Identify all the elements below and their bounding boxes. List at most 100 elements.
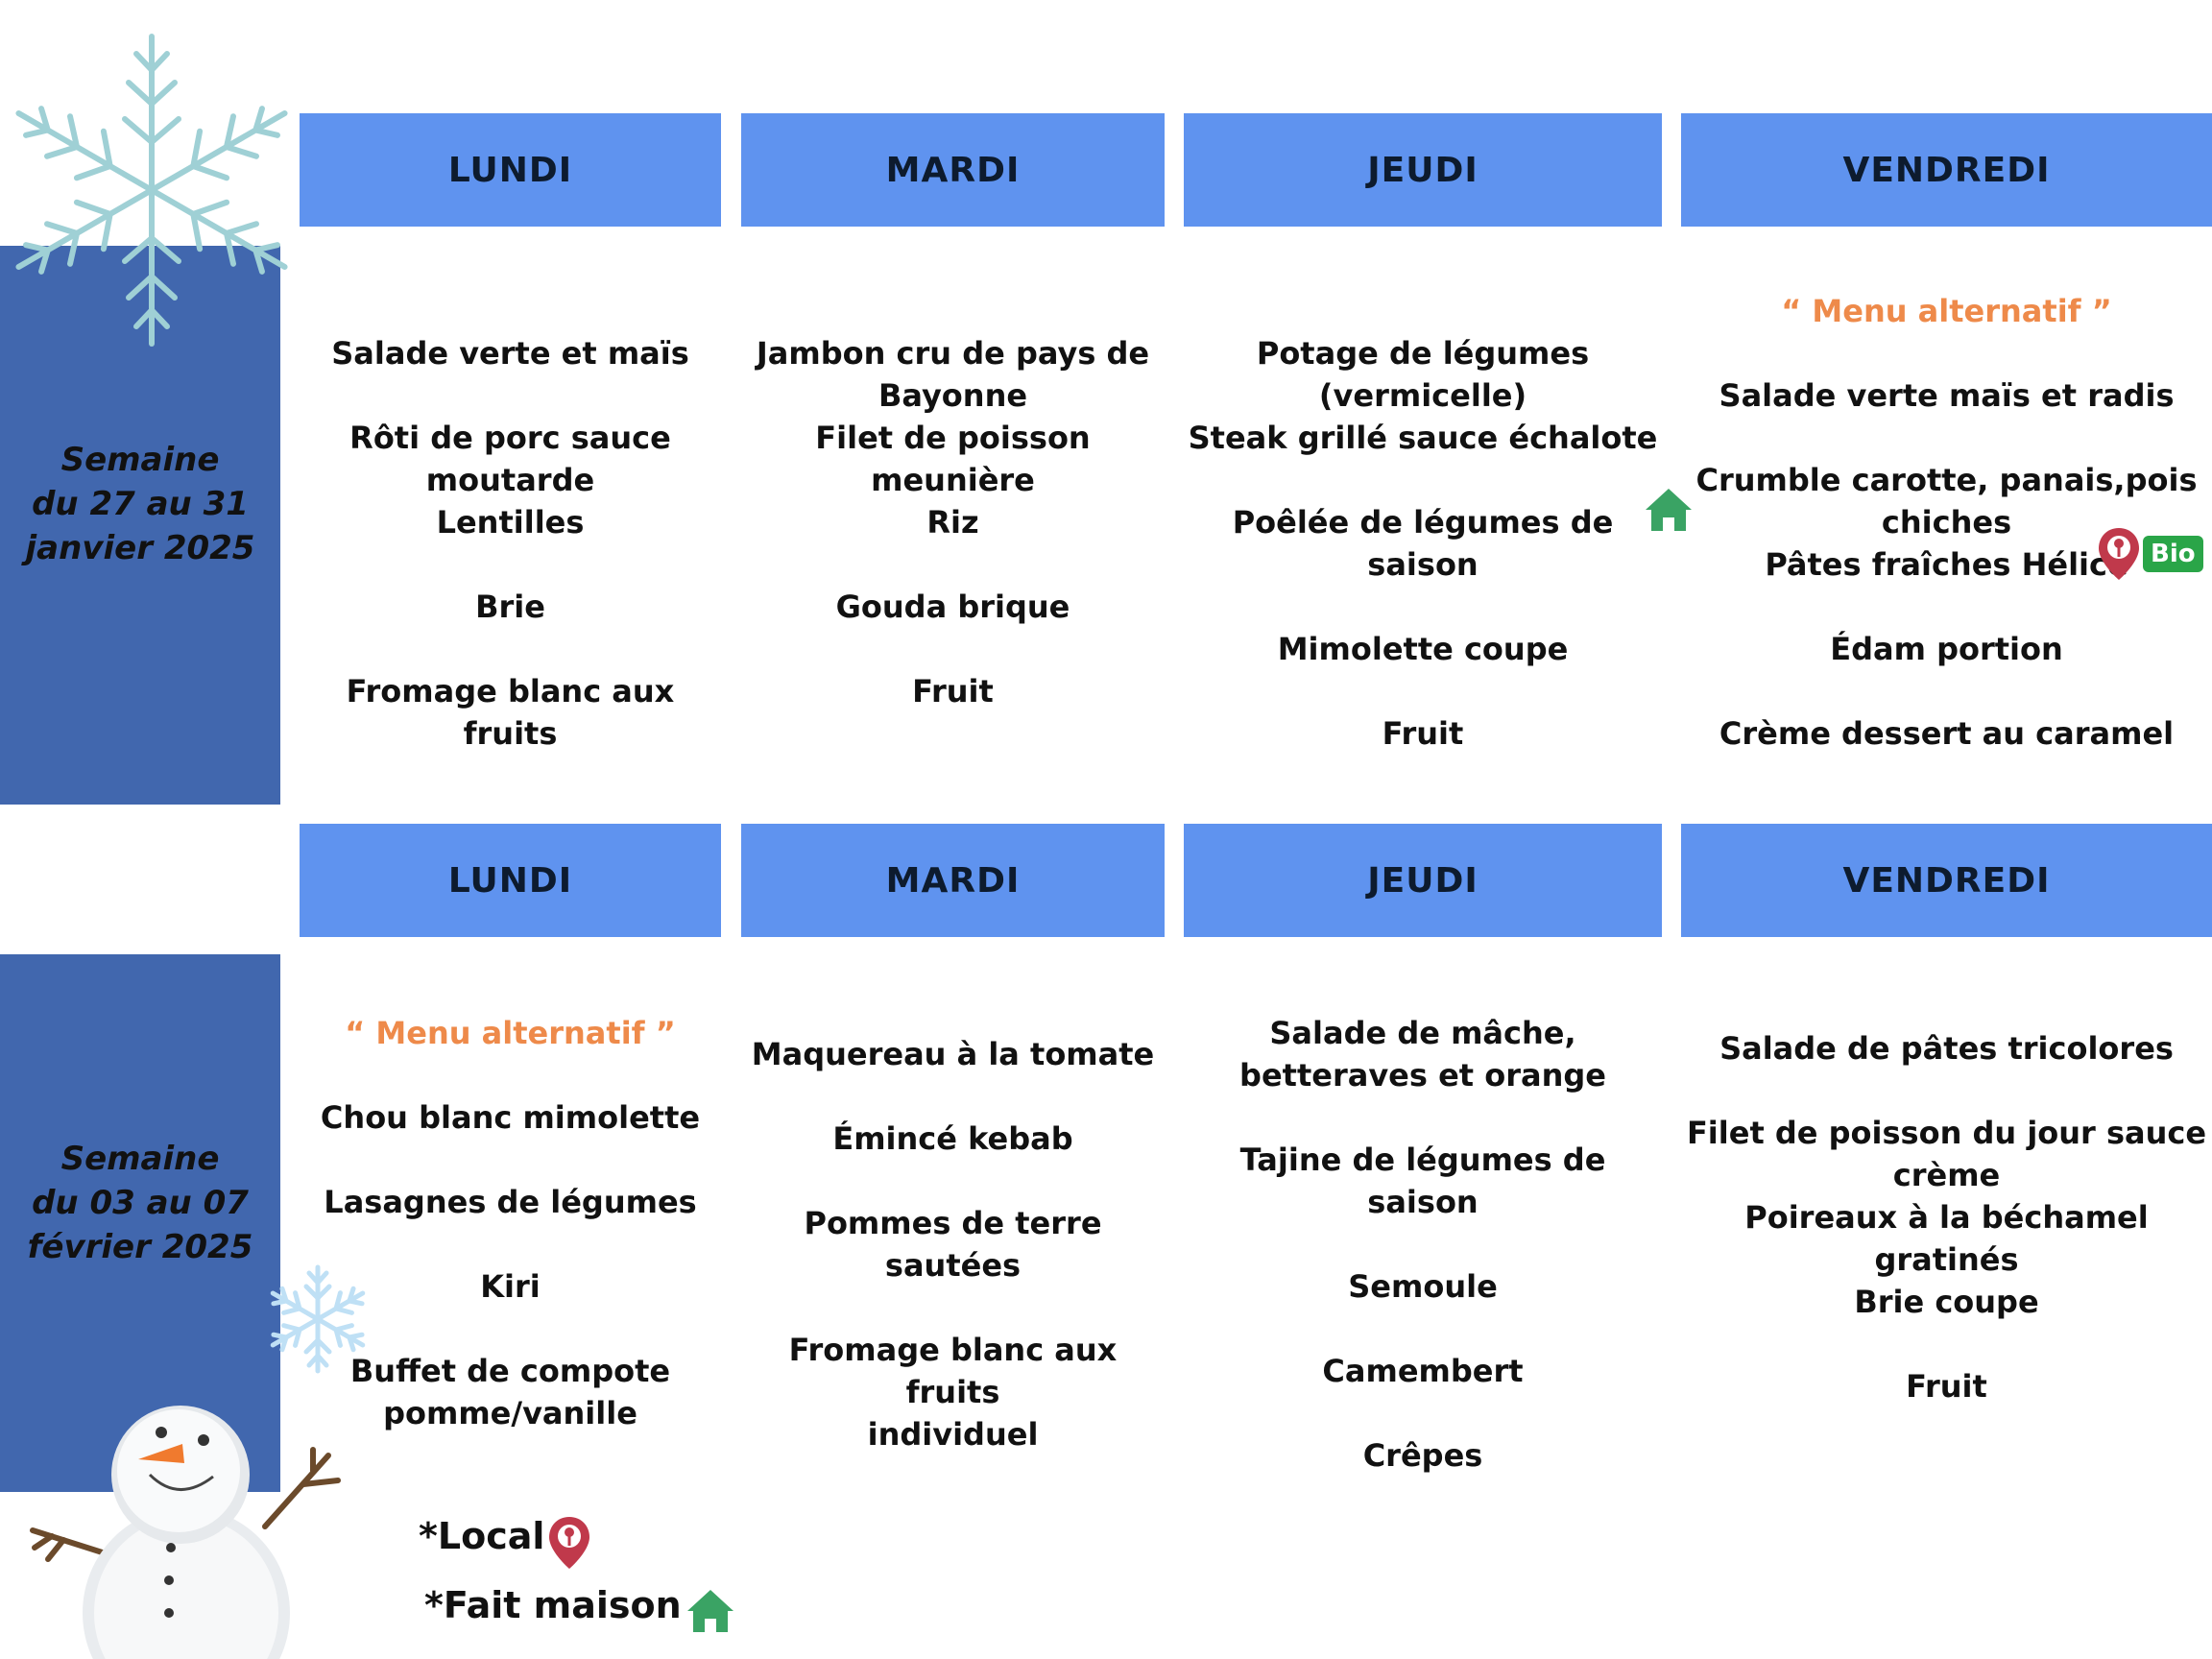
menu-item: Tajine de légumes de saison [1239, 1142, 1606, 1220]
menu-item: Jambon cru de pays de [756, 335, 1150, 372]
menu-item: sautées [884, 1247, 1022, 1284]
menu-gap [1184, 459, 1662, 501]
menu-item: Édam portion [1830, 631, 2063, 667]
menu-item: crème [1892, 1157, 2001, 1193]
menu-gap [741, 1286, 1165, 1329]
menu-item: Crumble carotte, panais,pois [1695, 462, 2198, 498]
menu-item: Buffet de compote [349, 1353, 671, 1389]
menu-item: Poêlée de légumes de saison [1232, 504, 1614, 583]
menu-gap [741, 628, 1165, 670]
menu-item: chiches [1881, 504, 2012, 541]
menu-gap [1184, 1308, 1662, 1350]
menu-gap [1184, 586, 1662, 628]
snowflake-icon [0, 34, 307, 367]
week2-header-mardi: MARDI [741, 824, 1165, 937]
location-pin-icon [2099, 528, 2139, 580]
menu-gap [300, 1139, 721, 1181]
week1-menu-jeudi: Potage de légumes (vermicelle) Steak grill… [1184, 332, 1662, 755]
week2-header-vendredi: VENDREDI [1681, 824, 2212, 937]
snowman-illustration [30, 1406, 341, 1659]
menu-item: Filet de poisson du jour sauce [1686, 1115, 2207, 1151]
menu-item: Maquereau à la tomate [751, 1036, 1155, 1072]
menu-item: Filet de poisson [815, 420, 1091, 456]
menu-gap [741, 1075, 1165, 1118]
menu-alternatif-label: “ Menu alternatif ” [345, 1015, 676, 1051]
menu-item: Fruit [1906, 1368, 1987, 1405]
menu-gap [300, 543, 721, 586]
menu-item: individuel [867, 1416, 1039, 1453]
menu-item: Pommes de terre [804, 1205, 1102, 1241]
menu-gap [300, 628, 721, 670]
menu-item: Pâtes fraîches Hélice [1765, 546, 2128, 583]
week2-header-jeudi: JEUDI [1184, 824, 1662, 937]
legend-local: *Local [419, 1515, 545, 1557]
menu-item: Lentilles [436, 504, 585, 541]
legend-fait-maison: *Fait maison [424, 1584, 682, 1626]
week2-header-lundi: LUNDI [300, 824, 721, 937]
menu-item: Lasagnes de légumes [324, 1184, 697, 1220]
small-snowflake-icon [265, 1264, 371, 1379]
menu-item: Chou blanc mimolette [320, 1099, 701, 1136]
menu-item: Fruit [1382, 715, 1464, 752]
menu-item: Fruit [912, 673, 994, 709]
menu-item: Bayonne [878, 377, 1028, 414]
menu-item: Salade verte et maïs [331, 335, 689, 372]
menu-gap [1681, 332, 2212, 374]
menu-item: Fromage blanc aux fruits [346, 673, 675, 752]
menu-item: pomme/vanille [383, 1395, 637, 1431]
week1-header-vendredi: VENDREDI [1681, 113, 2212, 227]
menu-gap [300, 1054, 721, 1096]
menu-item: Potage de légumes [1256, 335, 1590, 372]
menu-item: Émincé kebab [832, 1120, 1073, 1157]
week1-header-mardi: MARDI [741, 113, 1165, 227]
menu-gap [1184, 1392, 1662, 1434]
menu-item: Crème dessert au caramel [1719, 715, 2175, 752]
menu-item: Gouda brique [835, 589, 1070, 625]
menu-gap [1184, 670, 1662, 712]
week1-header-jeudi: JEUDI [1184, 113, 1662, 227]
house-icon [687, 1590, 733, 1632]
menu-item: moutarde [425, 462, 595, 498]
menu-item: Mimolette coupe [1277, 631, 1569, 667]
menu-item: Brie coupe [1854, 1284, 2039, 1320]
menu-item: Salade de mâche, [1269, 1015, 1576, 1051]
bio-badge: Bio [2143, 536, 2203, 572]
menu-item: Steak grillé sauce échalote [1188, 420, 1658, 456]
menu-item: Kiri [480, 1268, 541, 1305]
menu-gap [741, 543, 1165, 586]
menu-item: Riz [926, 504, 979, 541]
menu-item: betteraves et orange [1239, 1057, 1606, 1094]
menu-gap [300, 374, 721, 417]
week1-sidebar [0, 246, 280, 805]
menu-gap [1184, 1096, 1662, 1139]
menu-gap [1681, 1323, 2212, 1365]
menu-item: meunière [871, 462, 1035, 498]
week1-menu-vendredi: “ Menu alternatif ”Salade verte maïs et … [1681, 290, 2212, 755]
house-icon [1646, 489, 1692, 531]
menu-item: (vermicelle) [1318, 377, 1527, 414]
menu-gap [1681, 1070, 2212, 1112]
menu-item: Camembert [1322, 1353, 1524, 1389]
week2-label: Semaine du 03 au 07 février 2025 [27, 1140, 253, 1266]
location-pin-icon [549, 1517, 589, 1569]
menu-gap [741, 1160, 1165, 1202]
menu-item: Crêpes [1362, 1437, 1483, 1474]
menu-item: Salade de pâtes tricolores [1719, 1030, 2174, 1067]
menu-item: Poireaux à la béchamel [1744, 1199, 2149, 1236]
week2-sidebar [0, 954, 280, 1492]
week1-label: Semaine du 27 au 31 janvier 2025 [25, 441, 255, 567]
menu-gap [1681, 670, 2212, 712]
menu-gap [1681, 586, 2212, 628]
menu-item: Semoule [1348, 1268, 1498, 1305]
menu-gap [1184, 1223, 1662, 1265]
week1-header-lundi: LUNDI [300, 113, 721, 227]
menu-item: Rôti de porc sauce [349, 420, 671, 456]
menu-item: Brie [475, 589, 545, 625]
menu-item: Salade verte maïs et radis [1719, 377, 2175, 414]
menu-item: gratinés [1874, 1241, 2019, 1278]
